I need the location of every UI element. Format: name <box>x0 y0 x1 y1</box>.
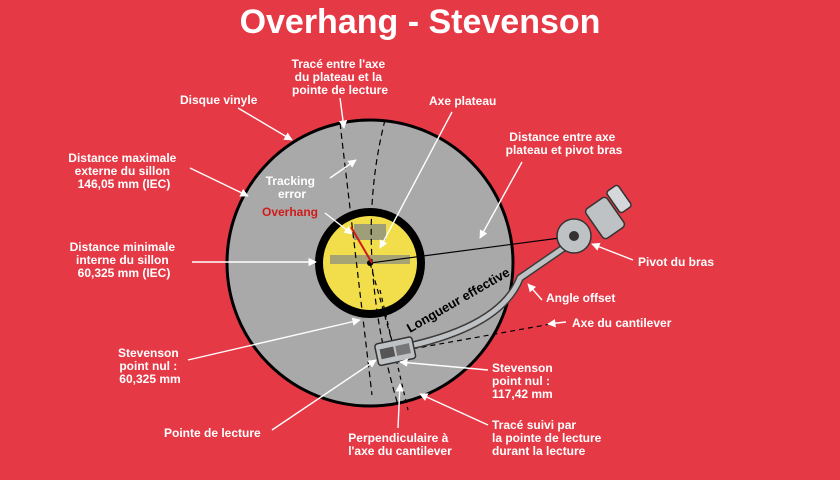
arrow-disque-vinyle <box>237 107 293 141</box>
label-logo <box>354 224 386 240</box>
counterweight <box>584 196 626 240</box>
label-trace-axis: Tracé entre l'axe du plateau et la point… <box>292 57 389 97</box>
label-perpendiculaire: Perpendiculaire à l'axe du cantilever <box>348 431 452 458</box>
label-stevenson-inner: Stevenson point nul : 60,325 mm <box>118 346 182 386</box>
arrow-pointe-lecture <box>271 359 377 431</box>
arrow-perpendiculaire <box>395 383 404 429</box>
arrow-trace-suivi <box>419 393 489 426</box>
label-pivot-bras: Pivot du bras <box>638 255 714 269</box>
label-pointe-lecture: Pointe de lecture <box>164 426 261 440</box>
label-distance-min: Distance minimale interne du sillon 60,3… <box>70 240 179 280</box>
pivot-icon <box>569 231 579 241</box>
cantilever-axis <box>394 321 563 353</box>
headshell <box>374 336 417 367</box>
overhang-marker <box>350 226 373 264</box>
label-distance-axe-pivot: Distance entre axe plateau et pivot bras <box>506 130 623 157</box>
diagram-title: Overhang - Stevenson <box>240 3 601 41</box>
stylus-arc <box>370 119 399 406</box>
label-axe-cantilever: Axe du cantilever <box>572 316 672 330</box>
arrow-distance-axe-pivot <box>479 161 523 239</box>
tonearm <box>374 184 632 367</box>
label-stevenson-outer: Stevenson point nul : 117,42 mm <box>492 361 556 401</box>
arrow-distance-max <box>189 167 249 197</box>
arrows <box>187 97 634 431</box>
arrow-pivot-bras <box>591 242 634 261</box>
counterweight-end <box>606 184 632 214</box>
arrow-stevenson-inner <box>187 317 361 361</box>
arrow-angle-offset <box>527 283 543 301</box>
guide-lines <box>339 119 576 411</box>
arm-tube-highlight <box>387 235 581 353</box>
arrow-axe-cantilever <box>547 318 567 328</box>
label-disque-vinyle: Disque vinyle <box>180 93 258 107</box>
arrow-tracking-error <box>329 159 357 179</box>
label-trace-suivi: Tracé suivi par la pointe de lecture dur… <box>492 418 605 458</box>
tangent-line <box>339 122 373 396</box>
arrow-axe-plateau <box>379 111 453 249</box>
label-overhang: Overhang <box>262 205 318 219</box>
arrow-stevenson-outer <box>399 358 489 371</box>
platter-to-stylus-line <box>369 262 396 353</box>
platter-to-pivot-line <box>369 235 576 264</box>
label-distance-max: Distance maximale externe du sillon 146,… <box>68 151 179 191</box>
label-angle-offset: Angle offset <box>546 291 615 305</box>
arrow-overhang <box>324 212 353 235</box>
label-tracking-error: Tracking error <box>266 174 319 201</box>
arrow-trace-axis <box>338 97 348 129</box>
label-axe-plateau: Axe plateau <box>429 94 496 108</box>
